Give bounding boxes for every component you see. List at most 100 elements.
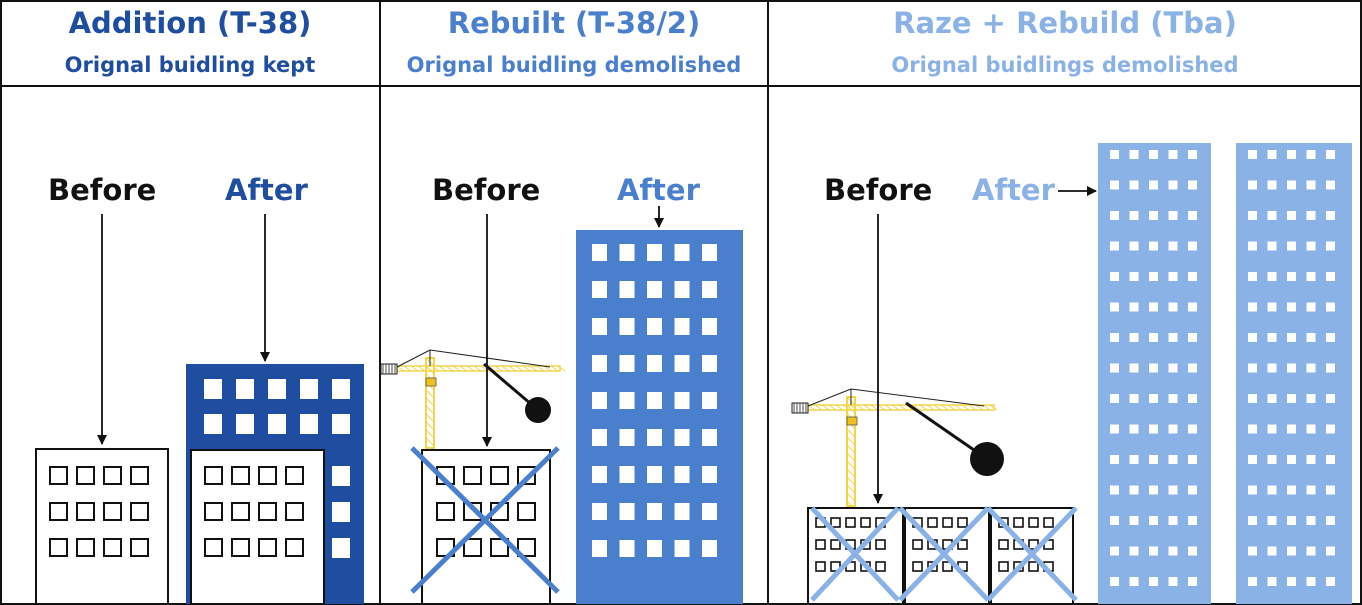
window bbox=[674, 244, 690, 261]
window bbox=[1168, 241, 1178, 251]
window bbox=[300, 414, 318, 434]
window bbox=[76, 538, 95, 557]
window bbox=[702, 355, 717, 372]
before-label: Before bbox=[824, 173, 933, 207]
window bbox=[1267, 546, 1277, 556]
window bbox=[1188, 424, 1197, 434]
window bbox=[1188, 302, 1197, 312]
window bbox=[49, 502, 68, 521]
window bbox=[436, 502, 455, 521]
window bbox=[1287, 180, 1296, 190]
window bbox=[1168, 272, 1178, 281]
window bbox=[912, 561, 923, 572]
window bbox=[1188, 150, 1197, 159]
new-tower-icon bbox=[1098, 143, 1211, 604]
window bbox=[1013, 517, 1024, 528]
window bbox=[1149, 394, 1158, 403]
window bbox=[702, 503, 717, 520]
window bbox=[1287, 150, 1296, 159]
window bbox=[1248, 272, 1257, 281]
window bbox=[1248, 546, 1257, 556]
window bbox=[1168, 302, 1178, 312]
window bbox=[1267, 150, 1277, 159]
window bbox=[619, 318, 635, 335]
window bbox=[1149, 485, 1158, 495]
window bbox=[49, 466, 68, 485]
window bbox=[1149, 211, 1158, 220]
window bbox=[1306, 455, 1316, 464]
window bbox=[1188, 272, 1197, 281]
window bbox=[647, 244, 662, 261]
window bbox=[490, 466, 509, 485]
window bbox=[815, 539, 826, 550]
window bbox=[1110, 455, 1119, 464]
window bbox=[1149, 333, 1158, 342]
window bbox=[1306, 333, 1316, 342]
window bbox=[674, 540, 690, 557]
window bbox=[1168, 211, 1178, 220]
window bbox=[1168, 363, 1178, 373]
window bbox=[1326, 485, 1335, 495]
window bbox=[1129, 424, 1139, 434]
window bbox=[592, 281, 607, 298]
window bbox=[1326, 150, 1335, 159]
window bbox=[957, 517, 968, 528]
window bbox=[1267, 241, 1277, 251]
window bbox=[1110, 363, 1119, 373]
window bbox=[702, 540, 717, 557]
window bbox=[1248, 180, 1257, 190]
window bbox=[1110, 241, 1119, 251]
crane-icon bbox=[380, 349, 566, 455]
window bbox=[1287, 455, 1296, 464]
window bbox=[1149, 180, 1158, 190]
window bbox=[1168, 577, 1178, 586]
window bbox=[1248, 333, 1257, 342]
window bbox=[103, 538, 122, 557]
after-label: After bbox=[972, 173, 1055, 207]
window bbox=[1188, 516, 1197, 525]
window bbox=[1188, 211, 1197, 220]
window bbox=[1110, 577, 1119, 586]
window bbox=[1043, 517, 1054, 528]
window bbox=[1168, 424, 1178, 434]
window bbox=[1306, 241, 1316, 251]
window bbox=[702, 244, 717, 261]
window bbox=[1267, 516, 1277, 525]
window bbox=[830, 517, 841, 528]
window bbox=[1129, 546, 1139, 556]
window bbox=[1168, 394, 1178, 403]
window bbox=[592, 540, 607, 557]
window bbox=[1110, 272, 1119, 281]
window bbox=[647, 318, 662, 335]
window bbox=[1306, 516, 1316, 525]
window bbox=[236, 414, 254, 434]
window bbox=[1129, 363, 1139, 373]
window bbox=[1287, 333, 1296, 342]
window bbox=[674, 392, 690, 409]
window bbox=[592, 244, 607, 261]
window bbox=[1248, 424, 1257, 434]
window bbox=[1248, 485, 1257, 495]
window bbox=[1326, 394, 1335, 403]
window bbox=[1248, 211, 1257, 220]
panel-subtitle-raze-rebuild: Orignal buidlings demolished bbox=[891, 53, 1239, 77]
window bbox=[1168, 546, 1178, 556]
window bbox=[1287, 302, 1296, 312]
window bbox=[268, 379, 286, 399]
window bbox=[1267, 455, 1277, 464]
window bbox=[702, 466, 717, 483]
window bbox=[1168, 516, 1178, 525]
before-label: Before bbox=[432, 173, 541, 207]
window bbox=[1287, 485, 1296, 495]
window bbox=[998, 539, 1009, 550]
window bbox=[927, 517, 938, 528]
window bbox=[702, 318, 717, 335]
window bbox=[1267, 333, 1277, 342]
window bbox=[332, 379, 350, 399]
window bbox=[1326, 424, 1335, 434]
window bbox=[1287, 363, 1296, 373]
window bbox=[860, 517, 871, 528]
window bbox=[463, 466, 482, 485]
